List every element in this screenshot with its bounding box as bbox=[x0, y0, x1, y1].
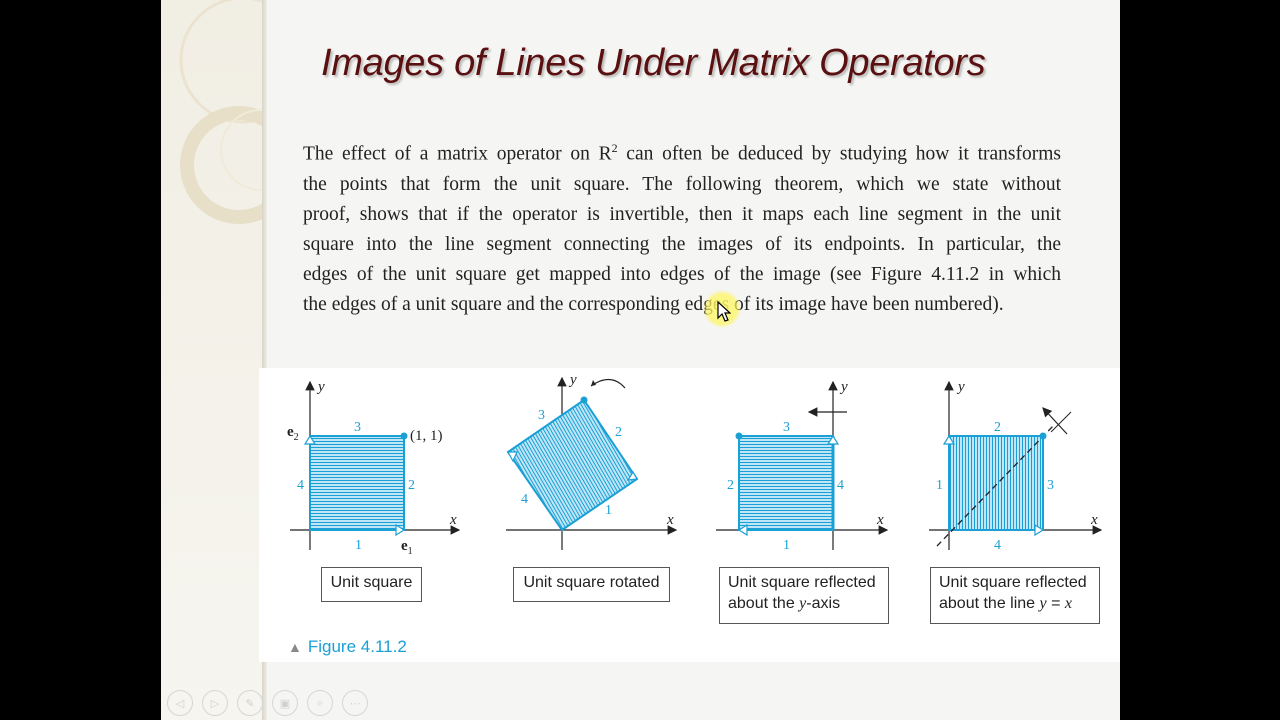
body-line-1: The effect of a matrix operator on R2 ca… bbox=[303, 133, 1061, 170]
body-line-6: the edges of a unit square and the corre… bbox=[303, 293, 1004, 315]
x-axis-label: x bbox=[1090, 512, 1098, 528]
edge-label-1: 1 bbox=[355, 538, 362, 553]
panel-reflected-y-axis: y x 1 2 3 4 bbox=[716, 379, 889, 553]
x-axis-label: x bbox=[449, 512, 457, 528]
back-icon[interactable]: ◁ bbox=[167, 690, 193, 716]
edge-label-4: 4 bbox=[994, 538, 1001, 553]
e2-rotated-arrowhead bbox=[506, 451, 518, 463]
x-axis-label: x bbox=[666, 512, 674, 528]
sidebar-divider bbox=[262, 0, 267, 720]
panel-reflected-y-equals-x: y x 1 2 3 4 bbox=[929, 379, 1103, 553]
more-icon[interactable]: ⋯ bbox=[342, 690, 368, 716]
zoom-icon[interactable]: ⌕ bbox=[307, 690, 333, 716]
panel-rotated: y x 1 2 3 4 bbox=[506, 372, 678, 550]
corner-point bbox=[735, 432, 743, 440]
e2-arrowhead bbox=[303, 434, 317, 445]
slide: Images of Lines Under Matrix Operators T… bbox=[161, 0, 1120, 720]
e1-arrowhead bbox=[395, 523, 406, 537]
rotated-square-shape bbox=[506, 398, 639, 532]
reflection-arrow-icon bbox=[1042, 407, 1068, 435]
body-line-5: edges of the unit square get mapped into… bbox=[303, 263, 1061, 285]
figure-caption: ▲ Figure 4.11.2 bbox=[288, 637, 407, 657]
edge-label-2: 2 bbox=[615, 425, 622, 440]
cross-line bbox=[1050, 411, 1072, 433]
reflected-square-shape bbox=[738, 435, 834, 531]
figure-diagrams: y x e2 e1 (1, 1) 1 2 3 4 y x 1 2 3 4 bbox=[287, 372, 1103, 557]
edge-label-2: 2 bbox=[727, 478, 734, 493]
edge-label-3: 3 bbox=[354, 420, 361, 435]
e1-rotated-arrowhead bbox=[626, 470, 638, 481]
edge-label-2: 2 bbox=[408, 478, 415, 493]
panel-label-reflected-y-axis: Unit square reflected about the y-axis bbox=[719, 567, 889, 624]
panel-label-line-2: about the y-axis bbox=[728, 595, 841, 612]
y-axis-label: y bbox=[316, 379, 325, 395]
panel-label-line-1: Unit square reflected bbox=[939, 574, 1087, 591]
e-arrowhead-up bbox=[942, 434, 956, 445]
panel-label-text: Unit square bbox=[330, 574, 413, 591]
y-axis-label: y bbox=[839, 379, 848, 395]
pen-icon[interactable]: ✎ bbox=[237, 690, 263, 716]
unit-square-shape bbox=[309, 435, 405, 531]
edge-label-1: 1 bbox=[936, 478, 943, 493]
corner-point bbox=[580, 396, 588, 404]
edge-label-3: 3 bbox=[1047, 478, 1054, 493]
panel-label-unit-square: Unit square bbox=[321, 567, 422, 602]
edge-label-1: 1 bbox=[783, 538, 790, 553]
e2-arrowhead bbox=[826, 434, 840, 445]
body-line-1-rest: can often be deduced by studying how it … bbox=[617, 143, 1061, 165]
body-line-1-superscript: 2 bbox=[611, 141, 618, 155]
point-label: (1, 1) bbox=[410, 428, 443, 444]
letterbox-right bbox=[1120, 0, 1280, 720]
edge-label-4: 4 bbox=[521, 492, 528, 507]
edge-label-2: 2 bbox=[994, 420, 1001, 435]
e2-label: e2 bbox=[287, 424, 299, 443]
y-axis-label: y bbox=[956, 379, 965, 395]
rotation-arrowhead bbox=[591, 380, 596, 386]
corner-point bbox=[400, 432, 408, 440]
line-y-equals-x bbox=[936, 423, 1056, 547]
body-line-1-start: The effect of a matrix operator on R bbox=[303, 143, 612, 165]
letterbox-left bbox=[0, 0, 161, 720]
body-line-4: square into the line segment connecting … bbox=[303, 233, 1061, 255]
edge-label-4: 4 bbox=[297, 478, 304, 493]
slide-body-text: The effect of a matrix operator on R2 ca… bbox=[303, 133, 1061, 320]
e1-label: e1 bbox=[401, 538, 413, 557]
e1-reflected-arrowhead bbox=[737, 523, 748, 537]
panel-label-reflected-y-equals-x: Unit square reflected about the line y =… bbox=[930, 567, 1100, 624]
mouse-pointer-icon bbox=[717, 301, 731, 322]
slide-navigation-bar: ◁ ▷ ✎ ▣ ⌕ ⋯ bbox=[167, 690, 368, 716]
x-axis-label: x bbox=[876, 512, 884, 528]
panel-unit-square: y x e2 e1 (1, 1) 1 2 3 4 bbox=[287, 379, 461, 557]
panel-label-rotated: Unit square rotated bbox=[513, 567, 670, 602]
caption-triangle-icon: ▲ bbox=[288, 639, 302, 655]
edge-label-3: 3 bbox=[538, 408, 545, 423]
figure-caption-text: Figure 4.11.2 bbox=[307, 637, 407, 656]
corner-point bbox=[1039, 432, 1047, 440]
slide-title: Images of Lines Under Matrix Operators bbox=[321, 42, 986, 84]
body-line-3: proof, shows that if the operator is inv… bbox=[303, 203, 1061, 225]
edge-label-3: 3 bbox=[783, 420, 790, 435]
reflected-diagonal-square-shape bbox=[948, 435, 1044, 531]
panel-label-line-1: Unit square reflected bbox=[728, 574, 876, 591]
y-axis-label: y bbox=[568, 372, 577, 388]
rotation-arrow-icon bbox=[590, 378, 626, 389]
edge-label-4: 4 bbox=[837, 478, 844, 493]
body-line-2: the points that form the unit square. Th… bbox=[303, 173, 1061, 195]
panel-label-text: Unit square rotated bbox=[523, 574, 660, 591]
e-arrowhead-right bbox=[1034, 523, 1045, 537]
panel-label-line-2: about the line y = x bbox=[939, 595, 1072, 612]
forward-icon[interactable]: ▷ bbox=[202, 690, 228, 716]
edge-label-1: 1 bbox=[605, 503, 612, 518]
slides-icon[interactable]: ▣ bbox=[272, 690, 298, 716]
